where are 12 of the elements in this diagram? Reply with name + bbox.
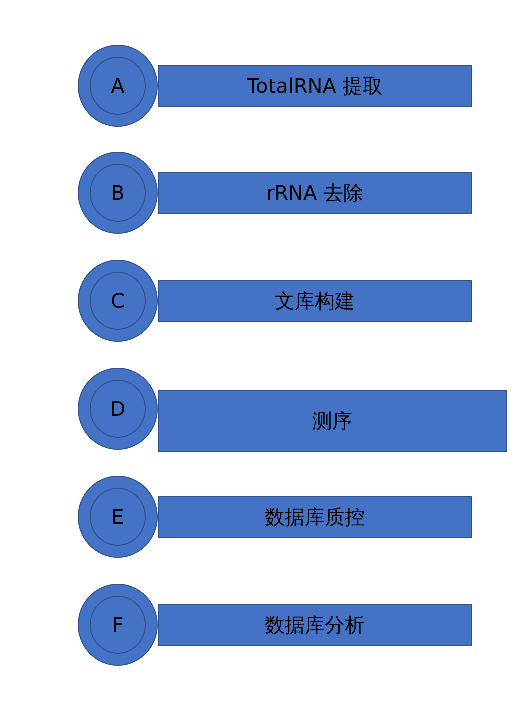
step-letter-circle: F xyxy=(78,584,158,666)
step-letter-circle: E xyxy=(78,476,158,558)
step-bar: TotalRNA 提取 xyxy=(158,65,472,107)
step-letter-circle: B xyxy=(78,152,158,234)
step-letter-circle: C xyxy=(78,260,158,342)
step-letter-circle: D xyxy=(78,368,158,450)
step-bar: 数据库分析 xyxy=(158,604,472,646)
step-bar: 测序 xyxy=(158,390,507,452)
step-bar: 文库构建 xyxy=(158,280,472,322)
step-bar: 数据库质控 xyxy=(158,496,472,538)
step-letter-circle: A xyxy=(78,45,158,127)
step-bar: rRNA 去除 xyxy=(158,172,472,214)
